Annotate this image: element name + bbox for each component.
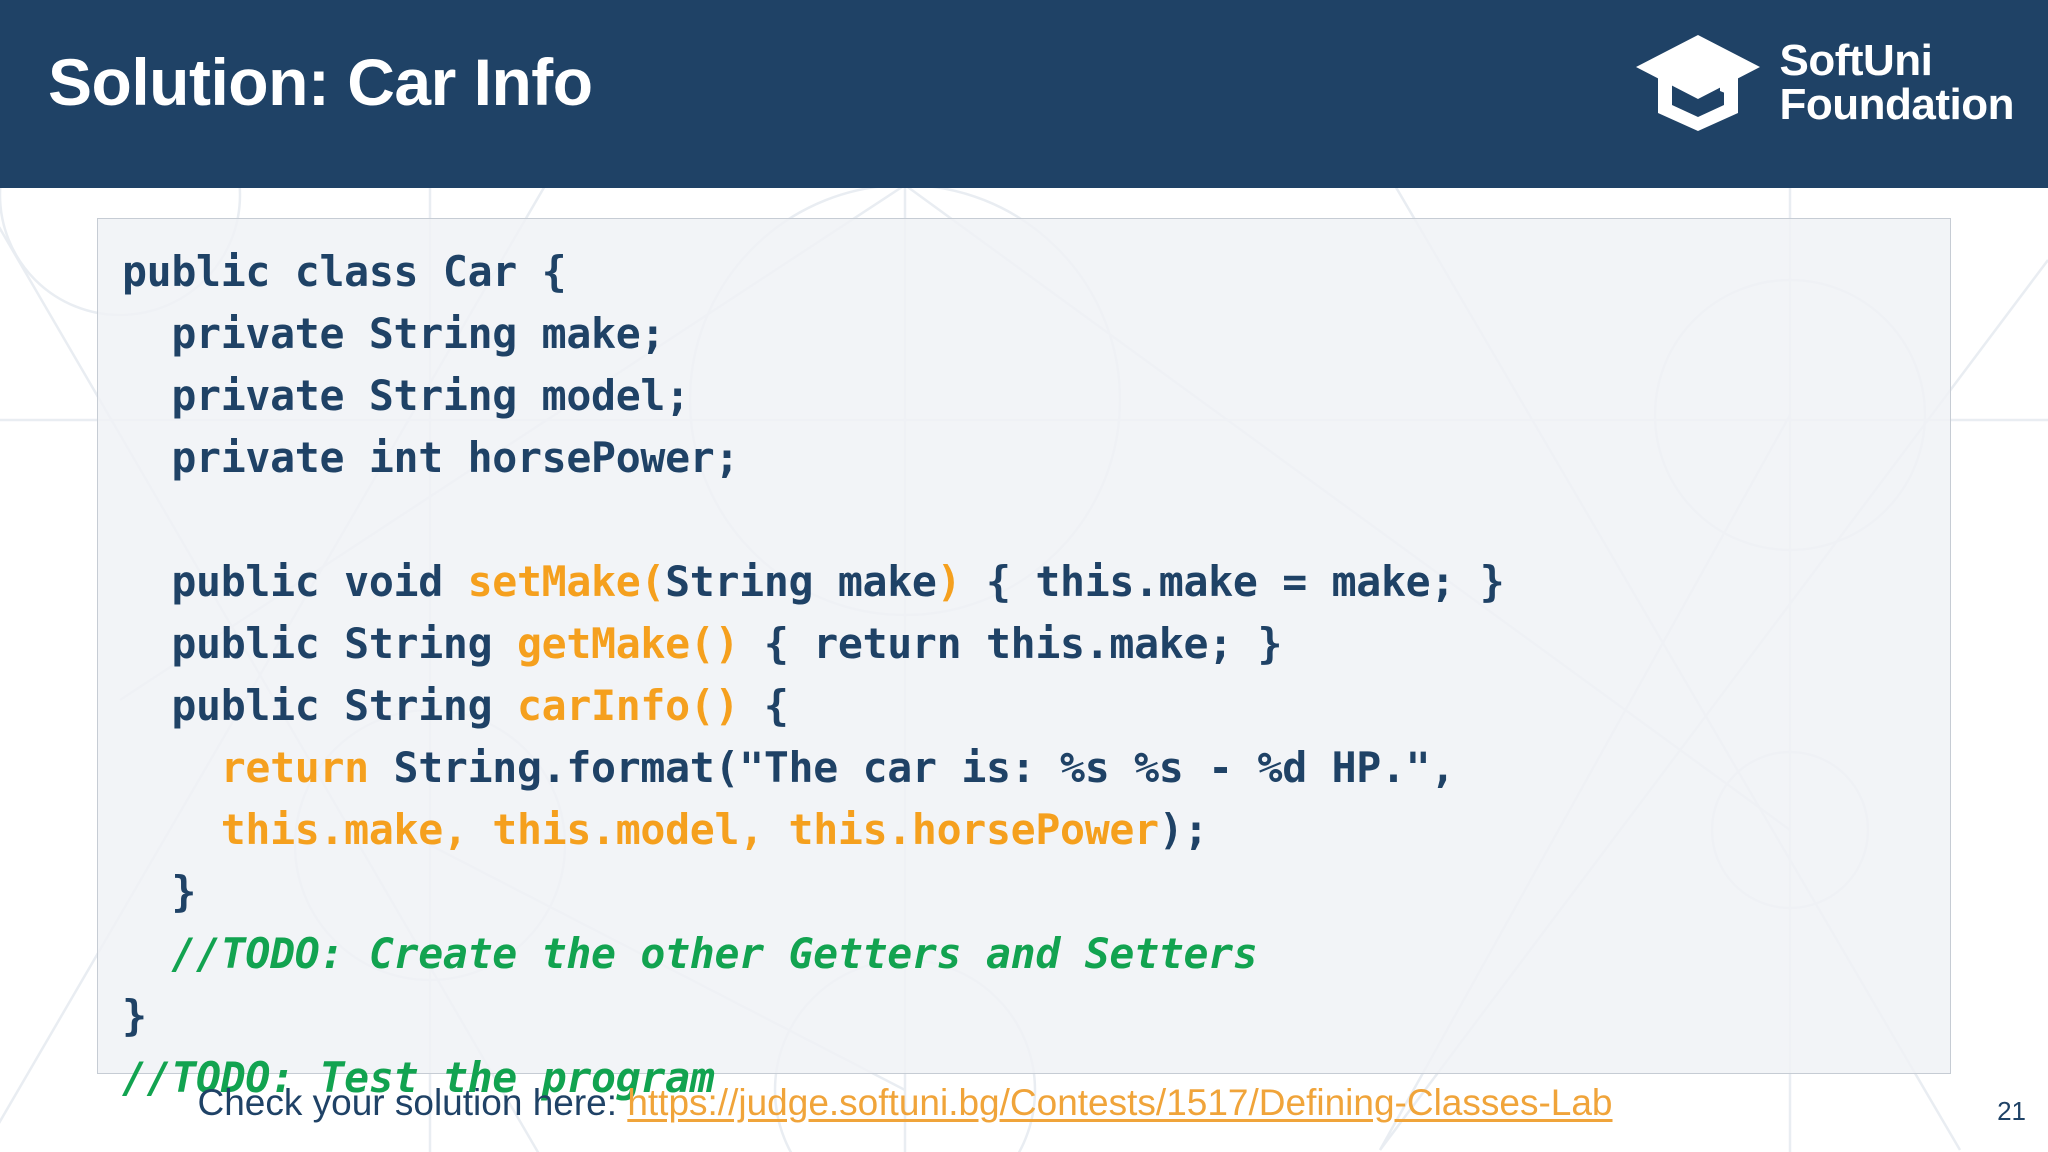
code-line (122, 489, 1950, 551)
code-token: getMake() (516, 619, 740, 668)
code-token (122, 805, 221, 854)
slide-footer: Check your solution here: https://judge.… (0, 1082, 2048, 1138)
code-line: public class Car { (122, 241, 1950, 303)
code-line: private int horsePower; (122, 427, 1950, 489)
code-line: } (122, 861, 1950, 923)
code-line: return String.format("The car is: %s %s … (122, 737, 1950, 799)
code-token: ) (936, 557, 962, 606)
slide-number: 21 (1997, 1096, 2026, 1126)
code-line: public String carInfo() { (122, 675, 1950, 737)
code-token (122, 743, 221, 792)
code-token: this.make, this.model, this.horsePower (220, 805, 1159, 854)
code-token: { return this.make; } (739, 619, 1283, 668)
code-token: } (122, 867, 197, 916)
code-line: this.make, this.model, this.horsePower); (122, 799, 1950, 861)
softuni-foundation-logo: SoftUni Foundation (1634, 28, 2015, 138)
slide-header: Solution: Car Info SoftUni Foundation (0, 0, 2048, 188)
code-token: { (739, 681, 789, 730)
code-line: //TODO: Create the other Getters and Set… (122, 923, 1950, 985)
logo-text: SoftUni Foundation (1780, 39, 2015, 126)
logo-line-1: SoftUni (1779, 36, 1933, 86)
code-listing: public class Car { private String make; … (122, 241, 1950, 1109)
code-block-panel: public class Car { private String make; … (97, 218, 1951, 1102)
code-line: private String make; (122, 303, 1950, 365)
footer-text: Check your solution here: https://judge.… (0, 1082, 1810, 1124)
code-token: return (220, 743, 369, 792)
logo-line-2: Foundation (1779, 80, 2015, 129)
code-token: ); (1158, 805, 1209, 854)
code-token: String make (665, 557, 937, 606)
footer-prefix: Check your solution here: (197, 1082, 628, 1123)
code-token: setMake( (467, 557, 666, 606)
code-line: } (122, 985, 1950, 1047)
code-line: private String model; (122, 365, 1950, 427)
code-token: private String model; (122, 371, 690, 420)
code-token: //TODO: Create the other Getters and Set… (122, 929, 1258, 978)
code-token: private String make; (122, 309, 666, 358)
code-token: { this.make = make; } (961, 557, 1505, 606)
code-line: public void setMake(String make) { this.… (122, 551, 1950, 613)
code-token: String.format("The car is: %s %s - %d HP… (368, 743, 1456, 792)
graduation-cap-icon (1635, 35, 1760, 131)
code-token: public String (122, 681, 517, 730)
code-token: } (122, 991, 147, 1040)
code-line: public String getMake() { return this.ma… (122, 613, 1950, 675)
code-token: public class Car { (122, 247, 567, 296)
code-token: carInfo() (516, 681, 740, 730)
code-token: private int horsePower; (122, 433, 740, 482)
code-token: public String (122, 619, 517, 668)
code-token: public void (122, 557, 468, 606)
judge-link[interactable]: https://judge.softuni.bg/Contests/1517/D… (627, 1082, 1613, 1123)
page-title: Solution: Car Info (48, 45, 593, 119)
